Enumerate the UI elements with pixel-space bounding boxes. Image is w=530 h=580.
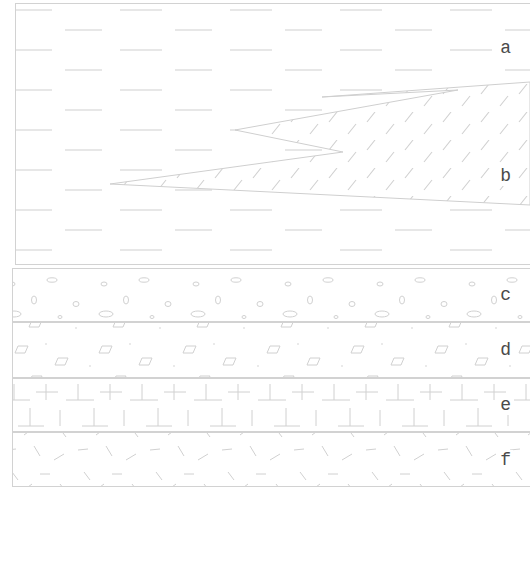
- strata-band: c: [12, 268, 530, 322]
- layer-letter: a: [498, 38, 513, 58]
- layer-letter: f: [498, 450, 513, 470]
- layer-letter: e: [498, 395, 513, 415]
- layer-letter: d: [498, 340, 513, 360]
- strata-band: e: [12, 378, 530, 432]
- layer-letter: b: [498, 166, 513, 186]
- strata-band: f: [12, 432, 530, 487]
- strata-band: d: [12, 322, 530, 378]
- strata-band: ab: [15, 3, 530, 265]
- layer-letter: c: [498, 285, 513, 305]
